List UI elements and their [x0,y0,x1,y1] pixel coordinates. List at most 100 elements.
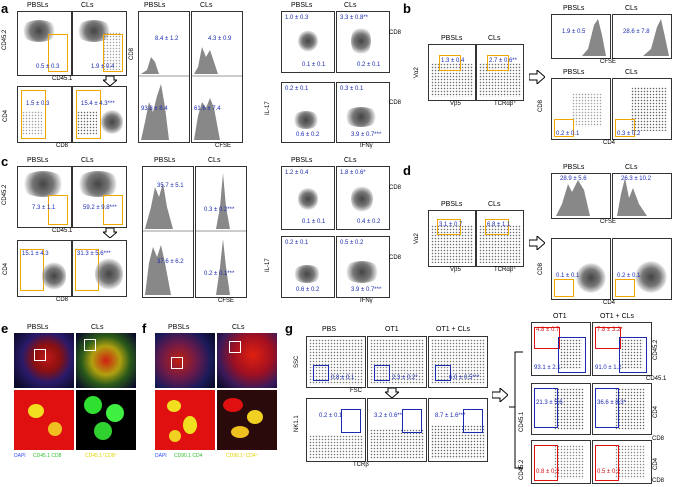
axis-b-cd8: CD8 [538,99,544,112]
header-g-ot1cl: OT1 + CLs [436,326,471,333]
plot-g-r3-cl: 0.5 ± 0.2 [592,440,652,484]
val-a-cfse-top-pbsl: 8.4 ± 1.2 [155,36,179,42]
axis-a-cd45-2: CD45.2 [2,29,8,50]
header-a3-cl: CLs [344,2,357,9]
axis-a-cfse: CFSE [215,143,232,149]
plot-a-pbsl-il17: 1.0 ± 0.3 0.1 ± 0.1 [281,11,335,73]
header-d2-pbsl: PBSLs [563,164,585,171]
header-g-ot1cl-r: OT1 + CLs [600,313,635,320]
plot-g-ot1-bot: 3.2 ± 0.6** [367,398,427,462]
val-a-il17-tl-cl: 3.3 ± 0.8** [340,15,368,21]
val-g-top-pbs: 0.8 ± 0.1 [331,375,355,381]
axis-g-tcrb: TCRβ [353,462,369,468]
panel-label-c: c [1,154,9,169]
axis-d-vb5: Vβ5 [450,267,461,273]
axis-b-cd4: CD4 [603,140,616,146]
plot-d-pbsl-cd: 0.1 ± 0.1 [551,238,611,300]
val-g-r2-cl: 36.6 ± 8.3* [597,400,626,406]
val-a-cd-cl: 15.4 ± 4.3*** [81,101,115,107]
micro-e-cl [76,333,136,388]
val-c-ifn-tl-cl: 0.5 ± 0.2 [340,240,364,246]
plot-a-cl-cd4cd8: 15.4 ± 4.3*** [72,86,127,143]
plot-g-ot1cl-top: 6.0 ± 0.5*** [428,336,488,388]
axis-g-cd45-2: CD45.2 [653,339,659,360]
axis-d-cd8: CD8 [538,262,544,275]
axis-a-cd8-right: CD8 [389,30,402,36]
plot-d-cl-cd: 0.2 ± 0.1 [612,238,672,300]
header-b3-cl: CLs [625,69,638,76]
axis-g-cd45-1: CD45.1 [646,376,667,382]
header-e-pbsl: PBSLs [27,324,49,331]
val-c-il17-tl-pbsl: 1.2 ± 0.4 [285,170,309,176]
axis-c-ifng: IFNγ [360,298,373,304]
val-c-cfse-top-pbsl: 35.7 ± 5.1 [157,183,184,189]
plot-a-pbsl-gate: 0.5 ± 0.3 [17,11,72,76]
micro-e-pbsl-zoom [14,390,74,450]
legend-f-dapi: DAPI [155,453,167,459]
plot-b-pbsl-cd: 0.2 ± 0.1 [551,78,611,140]
plot-c-cl-il17: 1.8 ± 0.6* 0.4 ± 0.2 [336,166,390,230]
header-b3-pbsl: PBSLs [563,69,585,76]
axis-a-cd4: CD4 [3,109,9,122]
val-c-ifn-br-pbsl: 0.6 ± 0.2 [296,287,320,293]
plot-c-pbsl-cfse: 35.7 ± 5.1 37.6 ± 6.2 [142,166,194,298]
plot-a-pbsl-cfse: 8.4 ± 1.2 93.8 ± 8.4 [138,11,190,143]
plot-a-cl-ifn: 0.3 ± 0.1 3.9 ± 0.7*** [336,82,390,143]
legend-f-merge: CD90.1⁺CD4⁺ [226,453,259,459]
header-g-ot1: OT1 [385,326,399,333]
arrow-g-down [385,388,399,398]
axis-d-cd4: CD4 [603,300,616,306]
val-g-top-ot1cl: 6.0 ± 0.5*** [449,375,480,381]
val-d-gate-cl: 6.8 ± 1.1 [487,222,511,228]
axis-g-nk11: NK1.1 [294,415,300,432]
val-g-top-ot1: 2.3 ± 0.2* [392,375,418,381]
plot-d-cl-gate: 6.8 ± 1.1 [476,210,524,267]
val-b-cfse-pbsl: 1.9 ± 0.5 [562,29,586,35]
arrow-b-right [529,70,545,84]
header-g-ot1-r: OT1 [553,313,567,320]
plot-d-pbsl-gate: 3.1 ± 0.7 [428,210,476,267]
header-a-pbsl: PBSLs [27,2,49,9]
plot-a-cl-gate: 1.9 ± 0.4 [72,11,127,76]
val-a-gate-pbsl: 0.5 ± 0.3 [36,64,60,70]
axis-c-cd8: CD8 [56,297,69,303]
val-a-cfse-top-cl: 4.3 ± 0.9 [208,36,232,42]
axis-d-tcr: TCRαβ⁺ [494,267,517,273]
val-a-gate-cl: 1.9 ± 0.4 [91,64,115,70]
axis-a-ifng: IFNγ [360,143,373,149]
axis-b-tcr: TCRαβ⁺ [494,101,517,107]
plot-g-r2-cl: 36.6 ± 8.3* [592,383,652,435]
micro-f-cl-zoom [217,390,277,450]
val-d-gate-pbsl: 3.1 ± 0.7 [439,222,463,228]
panel-label-d: d [403,163,411,178]
val-c-cfse-bot-cl: 0.2 ± 0.1*** [204,271,235,277]
header-a2-pbsl: PBSLs [144,2,166,9]
axis-a-il17: IL-17 [265,101,271,115]
header-g-pbs: PBS [322,326,337,333]
plot-g-r2-ot1: 21.3 ± 5.6 [531,383,591,435]
micro-e-pbsl [14,333,74,388]
plot-c-pbsl-gate: 7.3 ± 1.1 [17,166,72,228]
plot-g-pbs-bot: 0.2 ± 0.1 [306,398,366,462]
arrow-g-right [492,388,508,402]
plot-g-r1-ot1: 4.8 ± 0.7 93.1 ± 2.1 [531,322,591,376]
header-b2-pbsl: PBSLs [563,5,585,12]
val-a-ifn-tl-pbsl: 0.2 ± 0.1 [285,86,309,92]
header-f-pbsl: PBSLs [168,324,190,331]
header-c2-cl: CLs [208,157,221,164]
axis-g-cd8-a: CD8 [652,436,665,442]
axis-c-cd4: CD4 [3,262,9,275]
val-a-ifn-br-cl: 3.9 ± 0.7*** [351,132,382,138]
val-a-cd-pbsl: 1.5 ± 0.3 [26,101,50,107]
val-g-bot-ot1cl: 8.7 ± 1.6*** [435,413,466,419]
plot-g-r3-ot1: 0.8 ± 0.2 [531,440,591,484]
header-a2-cl: CLs [200,2,213,9]
val-g-r1-cl-red: 7.8 ± 3.2* [597,327,623,333]
plot-a-pbsl-cd4cd8: 1.5 ± 0.3 [17,86,72,143]
val-b-gate-pbsl: 1.3 ± 0.4 [441,58,465,64]
plot-d-pbsl-cfse: 28.9 ± 5.6 [551,173,611,219]
panel-label-b: b [403,1,411,16]
panel-label-a: a [1,1,9,16]
header-c3-pbsl: PBSLs [291,157,313,164]
axis-g-cd45-1-left: CD45.1 [519,411,525,432]
